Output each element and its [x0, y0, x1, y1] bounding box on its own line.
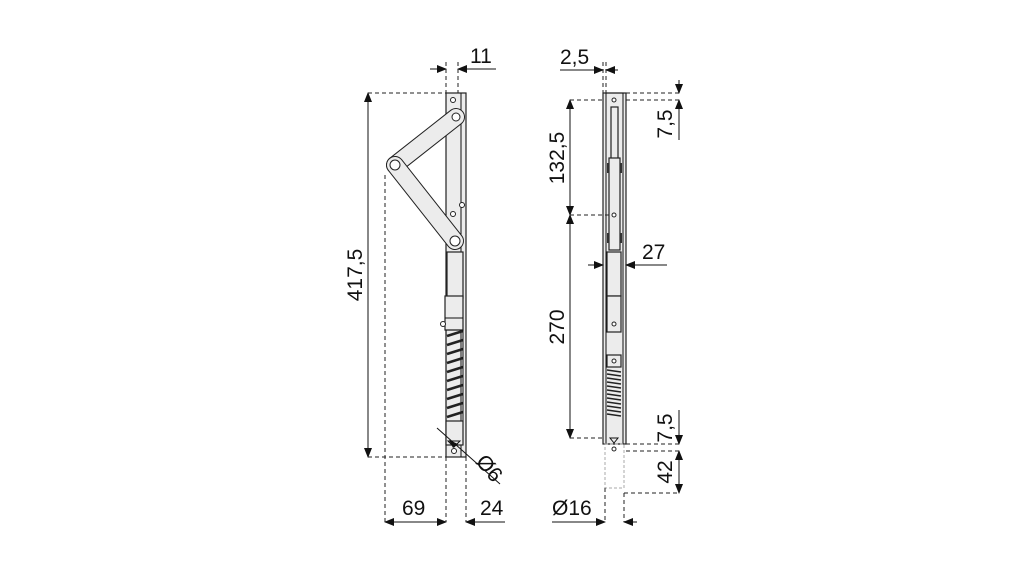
pin-length-dimension: 42: [654, 460, 677, 483]
bottom-margin-dimension: 7,5: [654, 413, 677, 442]
top-margin-dimension: 7,5: [654, 109, 677, 138]
spring: [446, 329, 464, 419]
upper-spacing-dimension: 132,5: [546, 132, 569, 185]
side-view: 417,5 11 69 24 Ø6: [344, 45, 507, 526]
mounting-hole: [451, 448, 457, 454]
upper-arm: [386, 108, 465, 174]
front-view: 2,5 132,5 270 27 7,5 7,5 42 Ø16: [546, 46, 683, 526]
width-dimension: 27: [642, 241, 665, 264]
top-pivot: [451, 112, 461, 122]
front-spring: [606, 369, 622, 417]
collar: [444, 295, 464, 331]
edge-dimension: 2,5: [560, 46, 589, 69]
top-hole: [611, 97, 617, 103]
elbow-pivot: [389, 159, 401, 171]
top-offset-dimension: 11: [470, 45, 492, 68]
gas-cylinder: [446, 251, 464, 299]
height-dimension: 417,5: [344, 249, 367, 302]
depth-dimension: 24: [480, 497, 504, 520]
lower-spacing-dimension: 270: [546, 309, 569, 344]
hole-diameter-dimension: Ø6: [471, 450, 507, 486]
lower-arm: [386, 156, 464, 250]
bottom-pivot: [449, 235, 461, 247]
pin-diameter-dimension: Ø16: [552, 497, 592, 520]
arm-reach-dimension: 69: [402, 497, 425, 520]
